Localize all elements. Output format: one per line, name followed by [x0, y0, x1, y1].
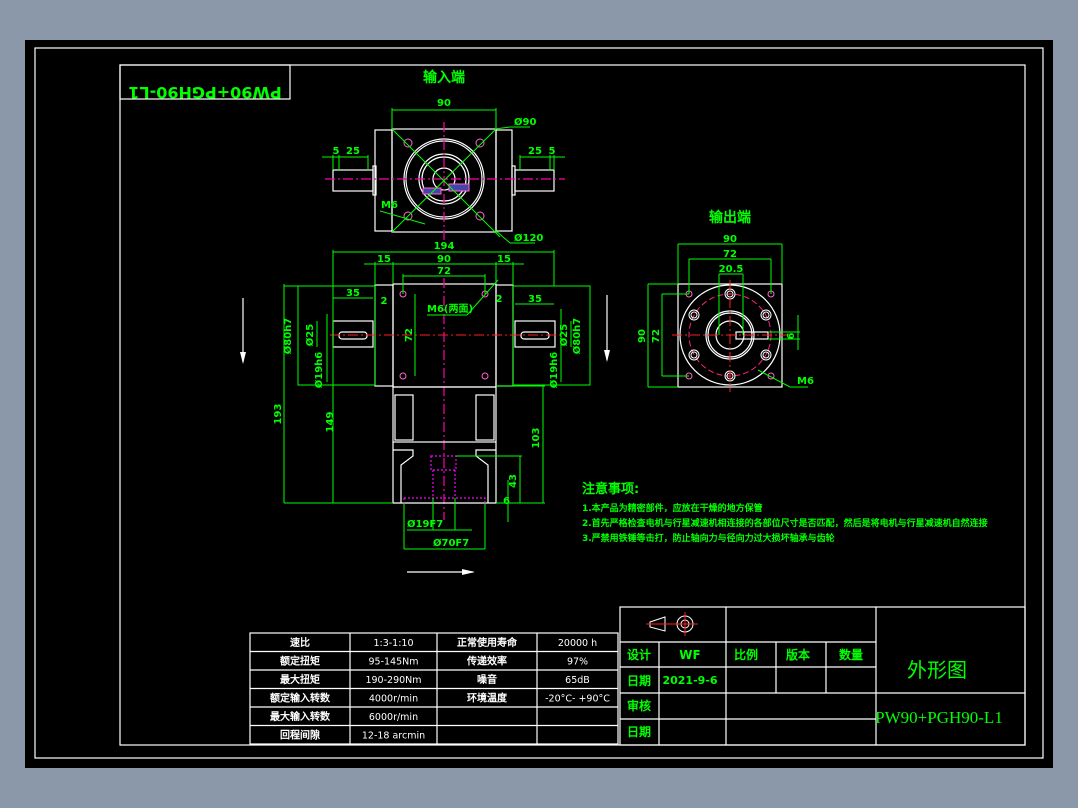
output-view-title: 输出端 [709, 209, 751, 226]
dim-text: 6 [786, 332, 797, 339]
spec-table-cell: 65dB [565, 675, 590, 686]
dim-text: M6 [797, 376, 814, 387]
dim-text: Ø19F7 [407, 518, 443, 530]
spec-table-cell: 最大扭矩 [280, 673, 320, 686]
dim-text: Ø25 [558, 324, 570, 346]
dim-text: 90 [723, 234, 737, 245]
dim-text: 90 [437, 254, 451, 265]
dim-text: 20.5 [719, 264, 744, 275]
dim-text: 72 [404, 328, 415, 342]
spec-table-cell: 95-145Nm [368, 657, 418, 668]
dim-text: M6(两面) [427, 303, 473, 315]
dim-text: Ø19h6 [548, 352, 560, 389]
dim-text: 43 [508, 474, 519, 488]
title-block: 设计 WF 日期 2021-9-6 审核 日期 比例 版本 数量 外形图 PW9… [619, 606, 1026, 746]
spec-table-cell: 传递效率 [466, 655, 507, 668]
dim-text: 2 [381, 296, 388, 307]
dim-text: 72 [651, 329, 662, 343]
output-view: 输出端 90 72 20.5 90 72 6 M6 [637, 209, 814, 392]
input-view-title: 输入端 [423, 69, 465, 86]
spec-table-cell: 环境温度 [467, 692, 508, 705]
spec-table-cell: 4000r/min [369, 694, 418, 705]
dim-text: 5 [549, 146, 556, 157]
spec-table-cell: 1:3-1:10 [373, 638, 413, 649]
notes-title: 注意事项: [582, 481, 639, 497]
outer-border [34, 47, 1044, 759]
rotated-title: PW90+PGH90-L1 [128, 83, 282, 102]
notes: 注意事项: 1.本产品为精密部件，应放在干燥的地方保管 2.首先严格检查电机与行… [582, 481, 988, 544]
drawing-name: 外形图 [907, 658, 967, 682]
spec-table-cell: 正常使用寿命 [457, 636, 518, 649]
dim-text: Ø90 [514, 116, 536, 128]
cad-drawing-canvas[interactable]: PW90+PGH90-L1 输入端 90 Ø90 Ø120 M6 5 [25, 40, 1053, 768]
designer: WF [679, 648, 700, 662]
projection-symbol-icon [646, 612, 698, 636]
drawing-svg: PW90+PGH90-L1 输入端 90 Ø90 Ø120 M6 5 [34, 47, 1044, 759]
date2-label: 日期 [627, 724, 651, 739]
dim-text: 90 [637, 329, 648, 343]
review-label: 审核 [627, 698, 651, 713]
dim-text: 35 [528, 294, 542, 305]
note-item: 1.本产品为精密部件，应放在干燥的地方保管 [582, 502, 763, 514]
date-label: 日期 [627, 673, 651, 688]
spec-table-cell: 97% [567, 657, 588, 668]
dim-text: 35 [346, 288, 360, 299]
input-view: 输入端 90 Ø90 Ø120 M6 5 25 25 5 [322, 69, 565, 244]
dim-text: 194 [434, 241, 455, 252]
front-view: 194 15 90 15 72 35 35 2 2 M6(两面) 72 Ø80h… [240, 241, 610, 575]
spec-table-cell: 6000r/min [369, 712, 418, 723]
dim-text: 2 [496, 294, 503, 305]
dim-text: M6 [381, 200, 398, 211]
spec-table-cell: 噪音 [477, 673, 497, 686]
dim-text: Ø19h6 [313, 352, 325, 389]
note-item: 3.严禁用铁锤等击打，防止轴向力与径向力过大损坏轴承与齿轮 [582, 532, 835, 544]
dim-text: 15 [497, 254, 511, 265]
dim-text: Ø25 [304, 324, 316, 346]
model-number: PW90+PGH90-L1 [875, 708, 1003, 727]
version-label: 版本 [786, 647, 810, 662]
spec-table-cell: 速比 [290, 636, 310, 649]
dim-text: 90 [437, 98, 451, 109]
design-label: 设计 [627, 647, 651, 662]
spec-table-cell: -20°C- +90°C [545, 694, 610, 705]
dim-text: Ø70F7 [433, 537, 469, 549]
spec-table: 速比 1:3-1:10 正常使用寿命 20000 h 额定扭矩 95-145Nm 传递效率 9… [249, 632, 619, 745]
dim-text: 15 [377, 254, 391, 265]
scale-label: 比例 [734, 647, 758, 662]
drawing-frame [119, 64, 1026, 746]
date: 2021-9-6 [662, 674, 717, 687]
spec-table-cell: 12-18 arcmin [362, 731, 425, 742]
dim-text: 5 [333, 146, 340, 157]
dim-text: 72 [437, 266, 451, 277]
spec-table-cell: 20000 h [558, 638, 597, 649]
dim-text: 72 [723, 249, 737, 260]
dim-text: 149 [325, 412, 336, 433]
dim-text: Ø80h7 [571, 318, 583, 355]
dim-text: 6 [503, 496, 510, 507]
dim-text: 25 [346, 146, 360, 157]
quantity-label: 数量 [839, 647, 863, 662]
rotated-title-box [119, 64, 291, 100]
dim-text: Ø120 [514, 232, 543, 244]
spec-table-cell: 额定扭矩 [280, 655, 320, 668]
note-item: 2.首先严格检查电机与行星减速机相连接的各部位尺寸是否匹配，然后是将电机与行星减… [582, 517, 988, 529]
dim-text: 193 [273, 404, 284, 425]
dim-text: 103 [531, 428, 542, 449]
spec-table-cell: 额定输入转数 [270, 692, 331, 705]
dim-text: 25 [528, 146, 542, 157]
spec-table-cell: 190-290Nm [365, 675, 421, 686]
spec-table-cell: 回程间隙 [280, 729, 320, 742]
dim-text: Ø80h7 [282, 318, 294, 355]
spec-table-cell: 最大输入转数 [270, 710, 331, 723]
